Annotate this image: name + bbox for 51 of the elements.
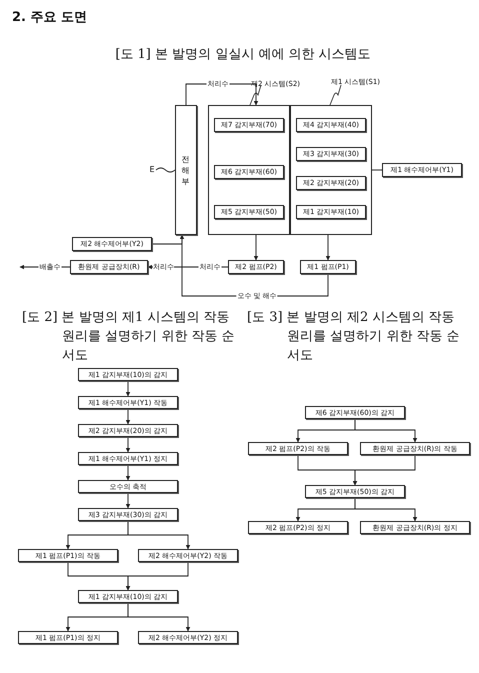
pump-box [228, 260, 284, 274]
process-box [305, 406, 405, 419]
connector-line [152, 234, 182, 244]
supply-device-box [70, 260, 148, 274]
sensor-box [72, 237, 152, 251]
process-box [78, 590, 178, 603]
process-box [78, 396, 178, 409]
arrow [126, 436, 130, 452]
process-box [360, 521, 470, 534]
arrow [128, 520, 190, 550]
arrow [128, 602, 190, 632]
process-box [78, 508, 178, 521]
sensor-box [214, 165, 284, 179]
arrow [126, 380, 130, 396]
process-box [18, 631, 118, 644]
arrow [352, 454, 416, 486]
node-text: E [149, 165, 155, 174]
arrow [126, 562, 188, 590]
node-text: 전해부 [182, 154, 190, 186]
sensor-box [296, 118, 366, 132]
sensor-box [214, 118, 284, 132]
sensor-box [382, 163, 462, 177]
process-box [78, 368, 178, 381]
electrolysis-unit [175, 105, 197, 235]
process-box [78, 452, 178, 465]
sensor-box [214, 205, 284, 219]
process-box [78, 424, 178, 437]
process-box [360, 442, 470, 455]
process-box [138, 631, 238, 644]
pump-box [300, 260, 356, 274]
arrow [126, 492, 130, 508]
figure-caption: [도 2] 본 발명의 제1 시스템의 작동 원리를 설명하기 위한 작동 순서도 [22, 309, 236, 365]
arrow [326, 234, 330, 260]
process-box [18, 549, 118, 562]
arrow [254, 234, 258, 260]
process-box [305, 485, 405, 498]
arrow [354, 418, 418, 442]
leader-line [156, 168, 176, 172]
sensor-box [296, 176, 366, 190]
process-box [138, 549, 238, 562]
arrow [354, 498, 418, 522]
arrow [126, 408, 130, 424]
sensor-box [296, 205, 366, 219]
arrow [126, 464, 130, 480]
sensor-box [296, 147, 366, 161]
page-heading: 2. 주요 도면 [12, 9, 88, 26]
process-box [78, 480, 178, 493]
process-box [248, 442, 348, 455]
process-box [248, 521, 348, 534]
figure-caption: [도 3] 본 발명의 제2 시스템의 작동 원리를 설명하기 위한 작동 순서도 [247, 309, 461, 365]
figure-caption: [도 1] 본 발명의 일실시 예에 의한 시스템도 [114, 46, 372, 64]
